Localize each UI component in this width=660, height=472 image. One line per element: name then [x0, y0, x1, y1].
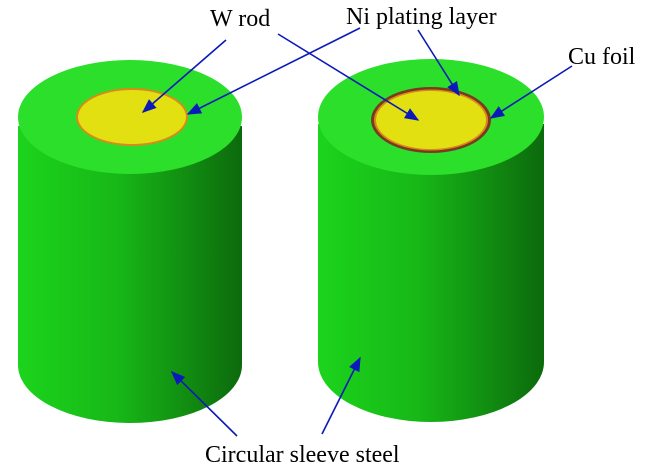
- label-w-rod: W rod: [210, 6, 270, 32]
- right-w-rod-top: [376, 91, 486, 149]
- left-cylinder: [18, 60, 242, 423]
- right-sleeve-body: [318, 124, 544, 422]
- arrow-ni-plating-right: [417, 29, 460, 97]
- label-cu-foil: Cu foil: [568, 44, 636, 70]
- leader-arrows: [141, 27, 573, 437]
- left-sleeve-body: [18, 126, 242, 423]
- arrow-cu-foil: [489, 65, 573, 119]
- left-w-rod-top: [78, 90, 186, 144]
- arrow-ni-plating-left: [186, 27, 361, 115]
- arrow-w-rod-right: [277, 33, 420, 121]
- label-ni-plating-layer: Ni plating layer: [346, 4, 497, 30]
- arrow-sleeve-right: [321, 356, 361, 435]
- label-circular-sleeve-steel: Circular sleeve steel: [205, 442, 400, 468]
- arrow-sleeve-left: [170, 370, 238, 437]
- right-cylinder: [318, 59, 544, 422]
- arrow-w-rod-left: [141, 39, 227, 113]
